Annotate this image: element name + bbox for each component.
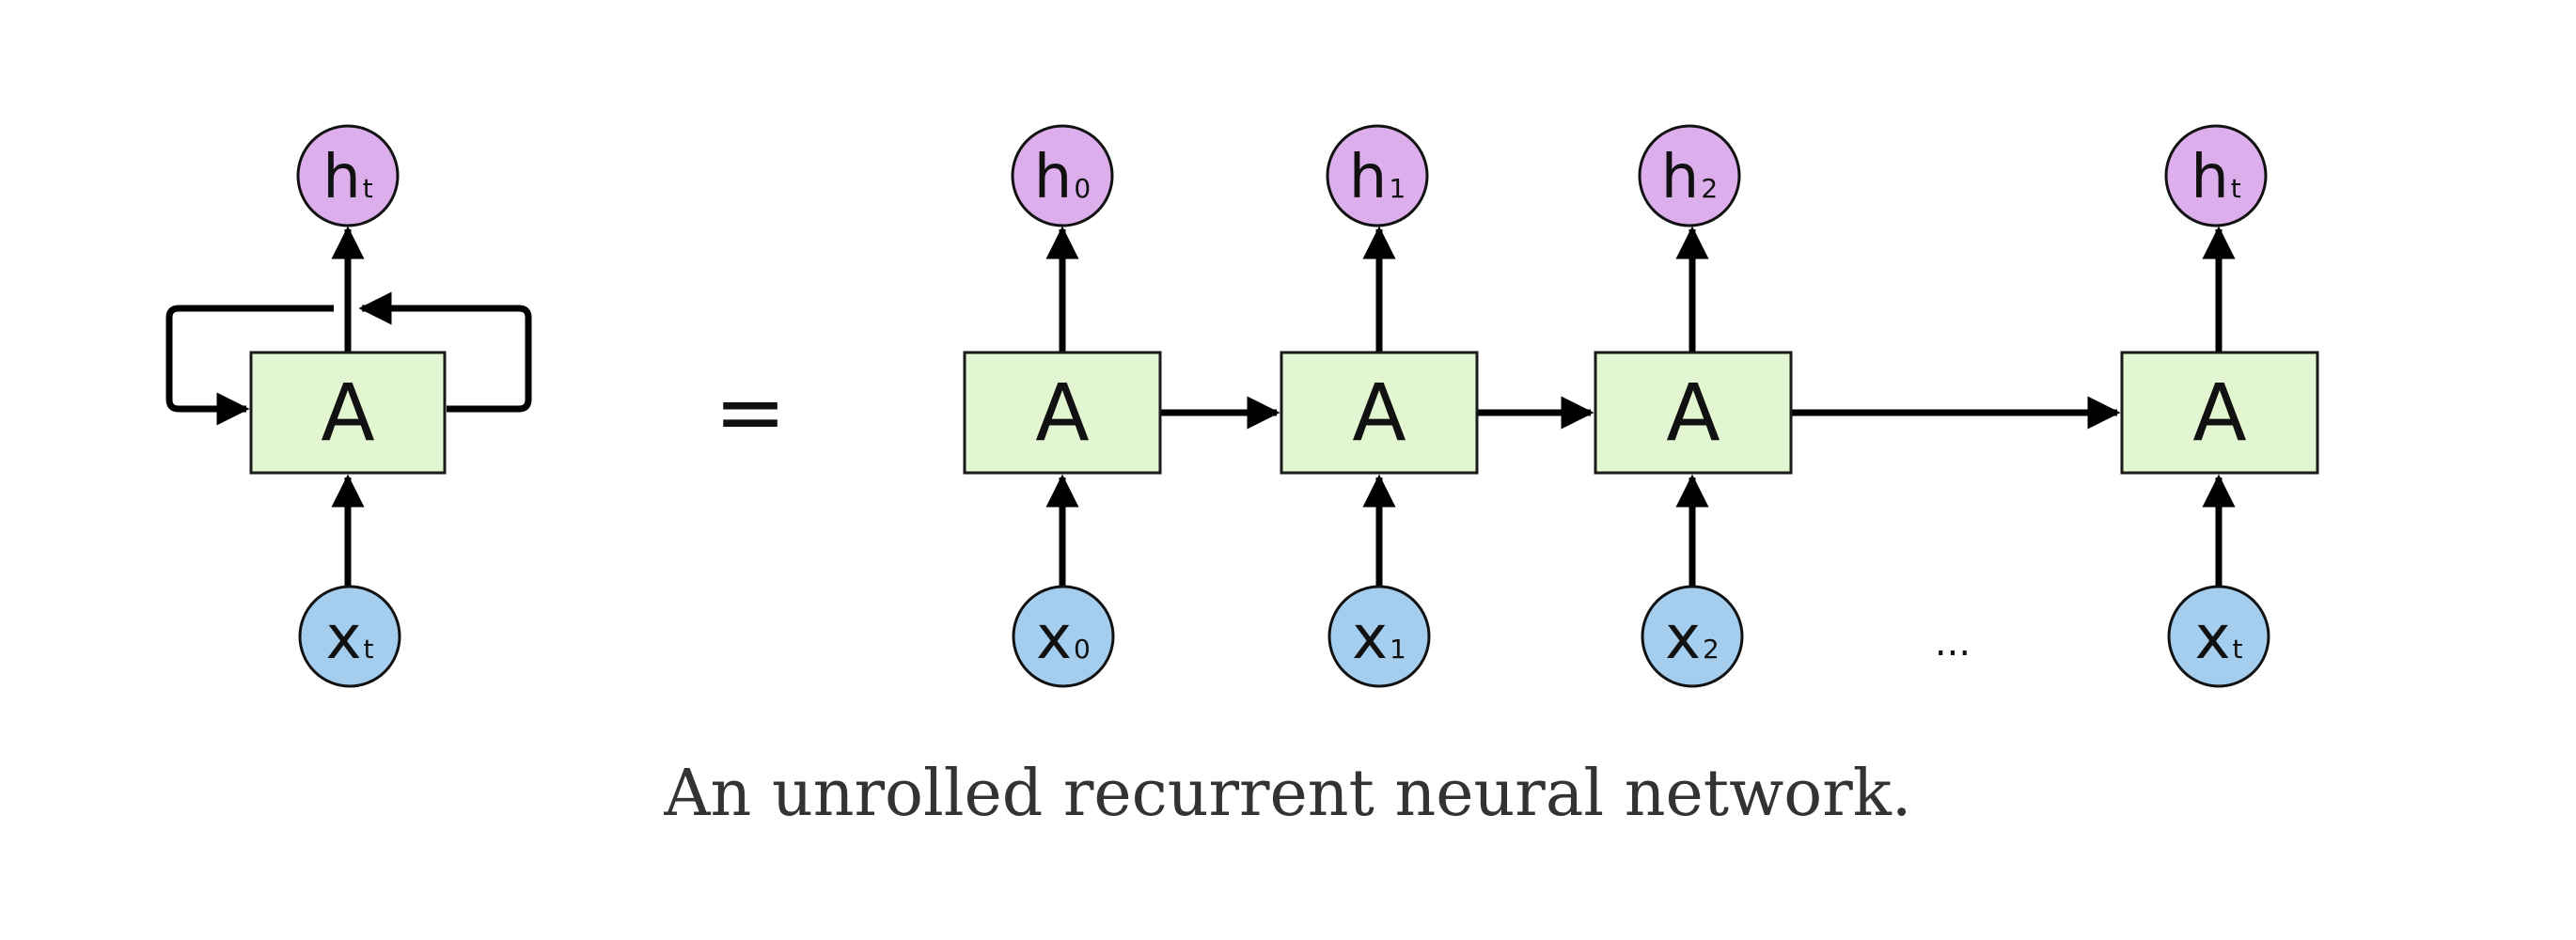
rolled-rnn: A ht xt (165, 124, 532, 688)
cell-label-0: A (1035, 367, 1089, 459)
figure-caption: An unrolled recurrent neural network. (664, 757, 1912, 831)
svg-text:...: ... (1935, 621, 1971, 665)
input-node-0: x0 (1012, 585, 1115, 688)
cell-label-t: A (2192, 367, 2246, 459)
cell-label-1: A (1352, 367, 1406, 459)
input-subscript-1: 1 (1390, 634, 1406, 665)
hidden-node-0: h0 (1011, 124, 1114, 227)
hidden-subscript-1: 1 (1389, 173, 1406, 204)
rolled-hidden-label: h (322, 143, 361, 212)
rolled-hidden-subscript: t (363, 173, 373, 204)
input-subscript-t: t (2232, 634, 2242, 665)
input-subscript-2: 2 (1703, 634, 1720, 665)
svg-text:h1: h1 (1349, 143, 1406, 212)
input-label-2: x (1665, 603, 1701, 673)
cell-0: A (963, 351, 1162, 475)
ellipsis: ... (1935, 621, 1971, 665)
input-label-1: x (1352, 603, 1388, 673)
rolled-input-node: xt (298, 585, 401, 688)
hidden-label-0: h (1034, 143, 1073, 212)
svg-text:h2: h2 (1661, 143, 1718, 212)
input-subscript-0: 0 (1074, 634, 1091, 665)
input-node-t: xt (2167, 585, 2270, 688)
input-label-0: x (1036, 603, 1072, 673)
svg-text:x2: x2 (1665, 603, 1720, 673)
timestep-t: A ht xt (2120, 124, 2319, 688)
recurrent-loop-return-wire (165, 305, 334, 426)
recurrent-loop-wire (358, 291, 532, 413)
rolled-input-subscript: t (363, 634, 373, 665)
svg-text:h0: h0 (1034, 143, 1091, 212)
cell-1: A (1280, 351, 1479, 475)
hidden-subscript-2: 2 (1701, 173, 1718, 204)
hidden-label-2: h (1661, 143, 1700, 212)
svg-text:x1: x1 (1352, 603, 1406, 673)
input-node-1: x1 (1327, 585, 1431, 688)
rolled-hidden-node: ht (296, 124, 400, 227)
svg-text:x0: x0 (1036, 603, 1091, 673)
cell-t: A (2120, 351, 2319, 475)
svg-text:xt: xt (2195, 603, 2243, 673)
rolled-cell-label: A (321, 367, 374, 459)
equals-sign: = (714, 362, 786, 462)
hidden-node-t: ht (2164, 124, 2268, 227)
hidden-label-t: h (2191, 143, 2229, 212)
hidden-label-1: h (1349, 143, 1388, 212)
svg-text:ht: ht (322, 143, 373, 212)
hidden-subscript-0: 0 (1074, 173, 1091, 204)
unrolled-rnn: A h0 x0 A (963, 124, 2319, 688)
cell-label-2: A (1666, 367, 1720, 459)
svg-text:=: = (714, 362, 786, 462)
input-label-t: x (2195, 603, 2231, 673)
rolled-input-label: x (326, 603, 362, 673)
hidden-node-1: h1 (1326, 124, 1429, 227)
svg-text:ht: ht (2191, 143, 2241, 212)
timestep-0: A h0 x0 (963, 124, 1162, 688)
rolled-cell: A (249, 351, 447, 475)
cell-2: A (1594, 351, 1793, 475)
timestep-2: A h2 x2 (1594, 124, 1793, 688)
svg-text:xt: xt (326, 603, 374, 673)
hidden-node-2: h2 (1638, 124, 1741, 227)
timestep-1: A h1 x1 (1280, 124, 1479, 688)
input-node-2: x2 (1641, 585, 1744, 688)
hidden-subscript-t: t (2231, 173, 2241, 204)
